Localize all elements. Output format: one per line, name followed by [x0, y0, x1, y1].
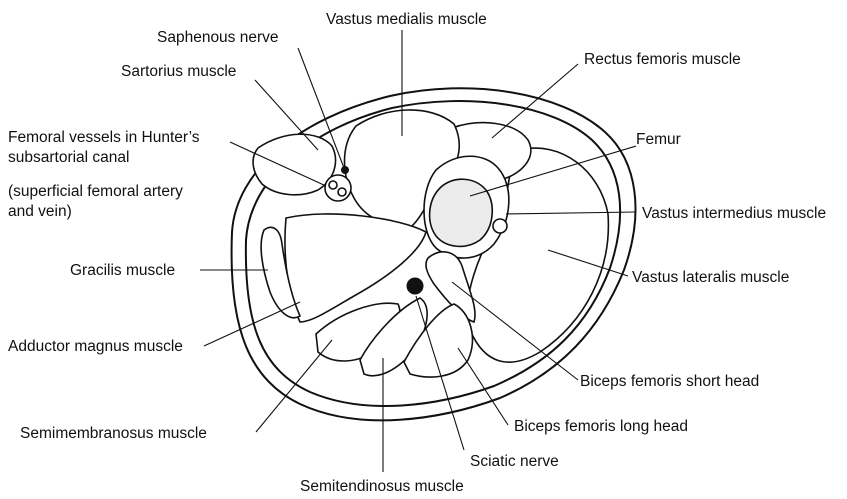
label-sciatic-nerve: Sciatic nerve — [470, 453, 559, 470]
label-biceps-long-head: Biceps femoris long head — [514, 418, 688, 435]
label-femoral-vessels-line2: subsartorial canal — [8, 149, 129, 166]
femoral-vessels-shape — [325, 175, 351, 201]
label-biceps-short-head: Biceps femoris short head — [580, 373, 759, 390]
label-vastus-medialis: Vastus medialis muscle — [326, 11, 487, 28]
lateral-vessel-shape — [493, 219, 507, 233]
label-rectus-femoris: Rectus femoris muscle — [584, 51, 741, 68]
label-saphenous-nerve: Saphenous nerve — [157, 29, 279, 46]
label-gracilis: Gracilis muscle — [70, 262, 175, 279]
femur-shape — [430, 179, 493, 246]
label-vastus-lateralis: Vastus lateralis muscle — [632, 269, 789, 286]
adductor-magnus-shape — [285, 214, 426, 322]
label-sartorius: Sartorius muscle — [121, 63, 236, 80]
label-semimembranosus: Semimembranosus muscle — [20, 425, 207, 442]
label-femur: Femur — [636, 131, 681, 148]
femoral-vein-shape — [338, 188, 346, 196]
femoral-artery-shape — [329, 181, 337, 189]
label-femoral-vessels-line3: (superficial femoral artery — [8, 183, 183, 200]
label-adductor-magnus: Adductor magnus muscle — [8, 338, 183, 355]
label-femoral-vessels-line4: and vein) — [8, 203, 72, 220]
label-vastus-intermedius: Vastus intermedius muscle — [642, 205, 826, 222]
label-femoral-vessels-line1: Femoral vessels in Hunter’s — [8, 129, 200, 146]
leader-rectus-femoris — [492, 64, 578, 138]
label-semitendinosus: Semitendinosus muscle — [300, 478, 464, 495]
leader-adductor-magnus — [204, 302, 300, 346]
sartorius-shape — [253, 134, 335, 195]
sciatic-nerve-dot — [407, 278, 424, 295]
saphenous-nerve-dot — [341, 166, 349, 174]
